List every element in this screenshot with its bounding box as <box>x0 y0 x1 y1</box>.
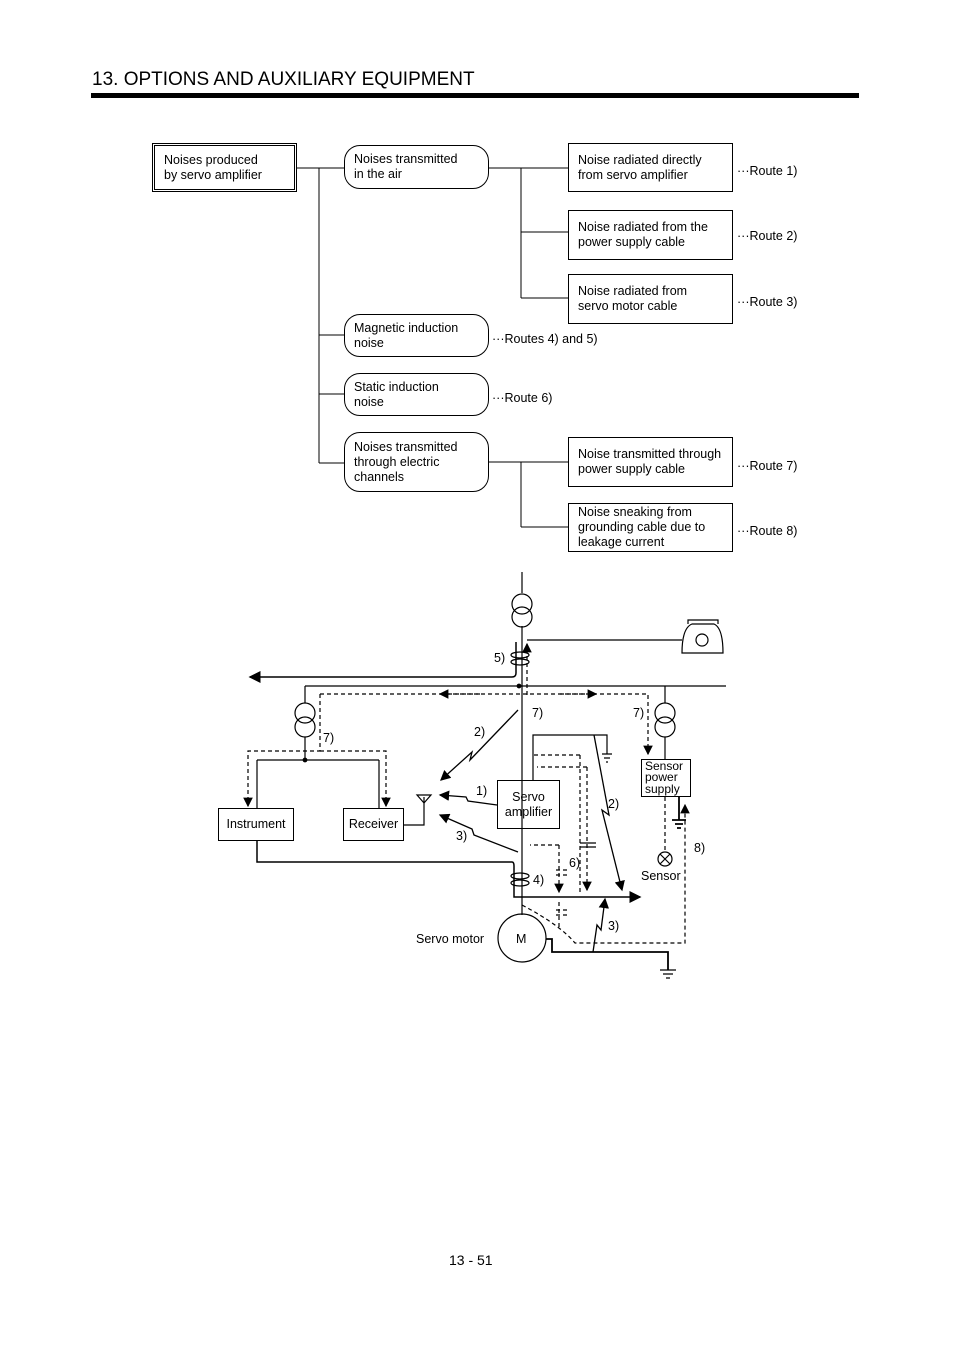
route-2-tag: ···Route 2) <box>737 229 798 243</box>
servo-motor-label: Servo motor <box>416 932 484 946</box>
route-3-label: 3) <box>456 829 467 843</box>
section-title: 13. OPTIONS AND AUXILIARY EQUIPMENT <box>92 69 475 90</box>
route-1-label: 1) <box>476 784 487 798</box>
header-rule <box>91 93 859 98</box>
instrument-box: Instrument <box>218 808 294 841</box>
route-number-labels: 5) 7) 7) 7) 2) 1) 3) 2) 6) 4) 3) 8) Sens… <box>323 651 705 946</box>
route-7-tag: ···Route 7) <box>737 459 798 473</box>
route-6-tag: ···Route 6) <box>492 391 553 405</box>
route-45-tag: ···Routes 4) and 5) <box>492 332 598 346</box>
route-5-label: 5) <box>494 651 505 665</box>
route-7-label: 7) <box>323 731 334 745</box>
noise-route-diagram <box>243 572 726 979</box>
route-1-tag: ···Route 1) <box>737 164 798 178</box>
sensor-label: Sensor <box>641 869 681 883</box>
route-6-label: 6) <box>569 856 580 870</box>
route-7-label: 7) <box>633 706 644 720</box>
route-2-label: 2) <box>474 725 485 739</box>
route-3-tag: ···Route 3) <box>737 295 798 309</box>
route-2-label: 2) <box>608 797 619 811</box>
page-number: 13 - 51 <box>449 1252 493 1268</box>
route-8-tag: ···Route 8) <box>737 524 798 538</box>
tree-connectors <box>297 167 568 528</box>
receiver-box: Receiver <box>343 808 404 841</box>
route-7-label: 7) <box>532 706 543 720</box>
route-3-label: 3) <box>608 919 619 933</box>
telephone-icon <box>681 619 724 654</box>
motor-symbol: M <box>516 932 526 946</box>
route-8-label: 8) <box>694 841 705 855</box>
route-4-label: 4) <box>533 873 544 887</box>
